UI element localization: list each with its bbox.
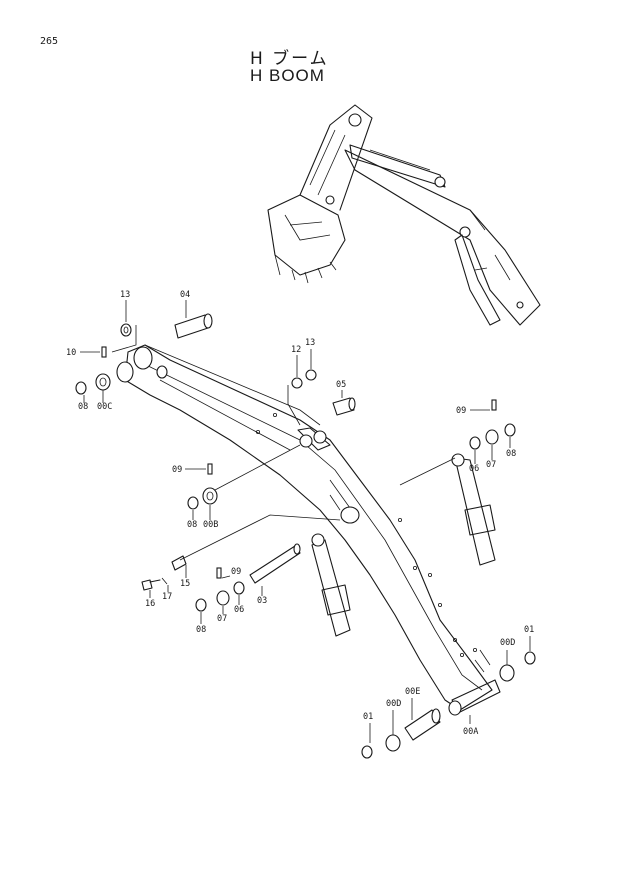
part-label-08: 08: [187, 520, 197, 530]
part-label-03: 03: [257, 596, 267, 606]
boom-cylinder-left: [311, 533, 351, 637]
page-number: 265: [40, 36, 59, 47]
washer-06a: [469, 436, 481, 450]
part-label-07: 07: [486, 460, 496, 470]
bushing-00D_b: [385, 734, 401, 752]
bushing-07b: [216, 590, 230, 606]
washer-06b: [233, 581, 245, 595]
part-label-08: 08: [78, 402, 88, 412]
part-label-00D: 00D: [500, 638, 515, 648]
bolt-09c: [216, 567, 222, 579]
part-label-07: 07: [217, 614, 227, 624]
part-label-04: 04: [180, 290, 190, 300]
part-label-08: 08: [196, 625, 206, 635]
washers-12-13b: [291, 369, 317, 389]
part-number-labels: 13 04 10 08 00C 12 13 05 09 08 00B 09 06…: [66, 290, 534, 737]
part-label-09: 09: [231, 567, 241, 577]
part-label-01: 01: [524, 625, 534, 635]
boom-cylinder-right: [399, 453, 496, 566]
overview-excavator-arm: [267, 104, 541, 326]
pin-15: [171, 555, 187, 571]
part-label-17: 17: [162, 592, 172, 602]
bolt-10: [101, 346, 107, 358]
part-label-09: 09: [172, 465, 182, 475]
title-japanese: H ブーム: [250, 49, 329, 69]
part-label-05: 05: [336, 380, 346, 390]
seal-08a: [75, 381, 87, 395]
bolt-09a: [207, 463, 213, 475]
part-label-01: 01: [363, 712, 373, 722]
seal-08b: [187, 496, 199, 510]
part-label-06: 06: [234, 605, 244, 615]
bushing-00D_a: [499, 664, 515, 682]
part-label-00C: 00C: [97, 402, 112, 412]
washer-13a: [120, 323, 132, 337]
part-label-13: 13: [305, 338, 315, 348]
part-label-10: 10: [66, 348, 76, 358]
seal-08d: [195, 598, 207, 612]
boom-main-body: [116, 344, 501, 716]
pin-05: [332, 397, 356, 416]
leader-lines: [80, 300, 531, 743]
part-label-00E: 00E: [405, 687, 420, 697]
title-english: H BOOM: [250, 66, 325, 85]
washer-01b: [361, 745, 373, 759]
pin-04: [174, 313, 213, 339]
part-label-00D: 00D: [386, 699, 401, 709]
bushing-00C: [95, 373, 111, 391]
pin-03: [249, 543, 301, 584]
bolt-16: [141, 579, 161, 591]
washer-01a: [524, 651, 536, 665]
part-label-16: 16: [145, 599, 155, 609]
part-label-09: 09: [456, 406, 466, 416]
part-label-00B: 00B: [203, 520, 218, 530]
part-label-06: 06: [469, 464, 479, 474]
part-label-00A: 00A: [463, 727, 478, 737]
part-label-13: 13: [120, 290, 130, 300]
pin-00E: [404, 708, 441, 741]
bushing-00B: [202, 487, 218, 505]
bushing-07a: [485, 429, 499, 445]
seal-08c: [504, 423, 516, 437]
part-label-15: 15: [180, 579, 190, 589]
pin-17: [161, 577, 168, 585]
bolt-09b: [491, 399, 497, 411]
part-label-12: 12: [291, 345, 301, 355]
part-label-08: 08: [506, 449, 516, 459]
